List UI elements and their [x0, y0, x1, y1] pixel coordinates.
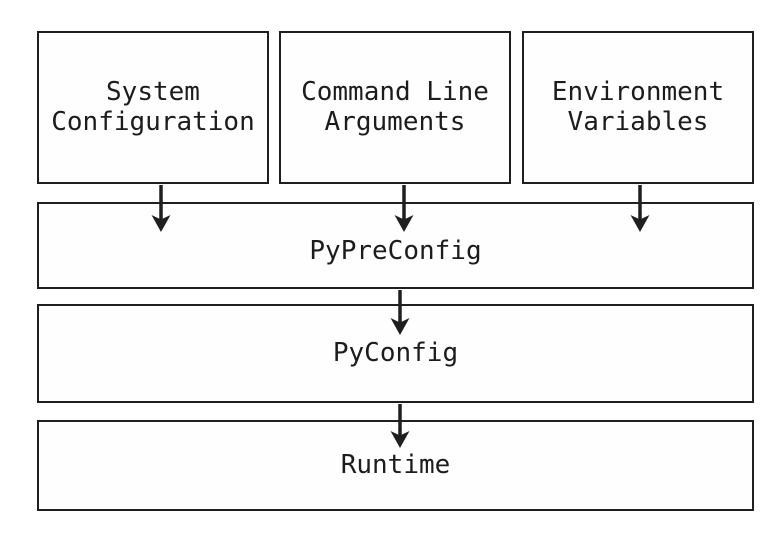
- stage-box-label: Runtime: [340, 449, 451, 480]
- stage-box-pypreconfig: PyPreConfig: [37, 202, 754, 289]
- stage-box-runtime: Runtime: [37, 420, 754, 511]
- source-box-system-configuration: System Configuration: [37, 31, 269, 184]
- stage-box-label: PyPreConfig: [309, 235, 482, 266]
- source-box-label: System Configuration: [51, 77, 255, 137]
- source-box-label: Command Line Arguments: [301, 77, 489, 137]
- source-box-environment-variables: Environment Variables: [522, 31, 754, 184]
- source-box-label: Environment Variables: [551, 77, 725, 137]
- source-box-command-line-arguments: Command Line Arguments: [279, 31, 511, 184]
- stage-box-pyconfig: PyConfig: [37, 304, 754, 403]
- stage-box-label: PyConfig: [332, 337, 459, 368]
